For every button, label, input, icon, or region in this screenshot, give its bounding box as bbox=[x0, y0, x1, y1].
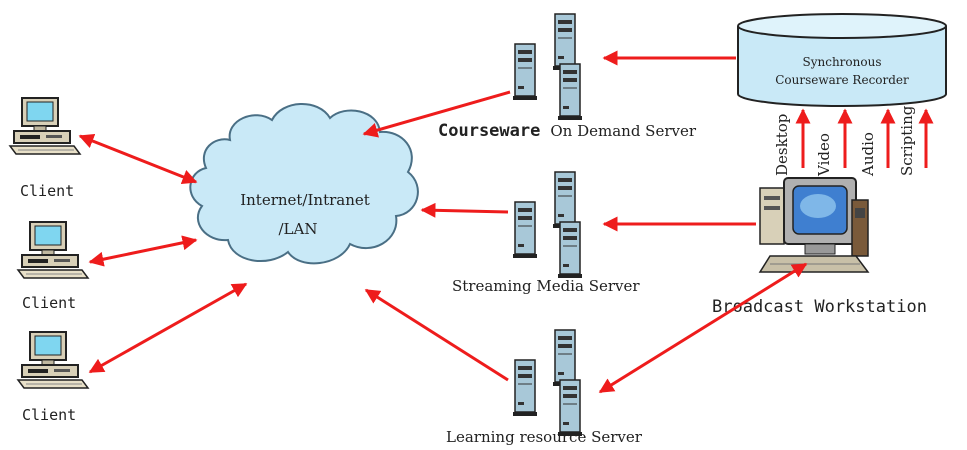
streaming-server-icon bbox=[513, 172, 582, 278]
ondemand-server-label-rest: On Demand Server bbox=[550, 122, 697, 140]
streaming-server-label: Streaming Media Server bbox=[452, 277, 640, 295]
client-node-1: Client bbox=[9, 97, 81, 200]
arrows bbox=[78, 50, 934, 394]
arrow-ondemand-cloud bbox=[362, 90, 511, 138]
input-label-desktop: Desktop bbox=[773, 114, 791, 176]
computer-icon bbox=[17, 331, 89, 389]
input-label-audio: Audio bbox=[859, 132, 877, 177]
arrow-client3-cloud bbox=[88, 282, 248, 374]
recorder-label-line1: Synchronous bbox=[803, 55, 882, 69]
ondemand-server-icon bbox=[513, 14, 582, 120]
client-node-2: Client bbox=[17, 221, 89, 312]
input-label-video: Video bbox=[815, 133, 833, 177]
recorder-label-line2: Courseware Recorder bbox=[775, 73, 909, 87]
computer-icon bbox=[9, 97, 81, 155]
computer-icon bbox=[17, 221, 89, 279]
cloud-label-line1: Internet/Intranet bbox=[240, 191, 370, 209]
arrow-client1-cloud bbox=[78, 134, 198, 184]
workstation-icon bbox=[758, 177, 870, 273]
client-label: Client bbox=[22, 294, 76, 312]
arrow-workstation-learning bbox=[598, 262, 808, 394]
learning-server-icon bbox=[513, 330, 582, 436]
arrow-learning-cloud bbox=[364, 288, 509, 382]
workstation-label: Broadcast Workstation bbox=[712, 297, 927, 317]
input-label-scripting: Scripting bbox=[898, 105, 916, 176]
arrow-streaming-cloud bbox=[420, 202, 509, 218]
client-label: Client bbox=[22, 406, 76, 424]
client-node-3: Client bbox=[17, 331, 89, 424]
ondemand-server-label: Courseware On Demand Server bbox=[438, 121, 697, 141]
cloud-label-line2: /LAN bbox=[279, 220, 318, 238]
cloud-icon bbox=[189, 103, 419, 265]
ondemand-server-label-bold: Courseware bbox=[438, 121, 540, 141]
client-label: Client bbox=[20, 182, 74, 200]
learning-server-label: Learning resource Server bbox=[446, 428, 643, 446]
database-cylinder-icon bbox=[737, 13, 947, 107]
arrow-client2-cloud bbox=[88, 235, 198, 267]
